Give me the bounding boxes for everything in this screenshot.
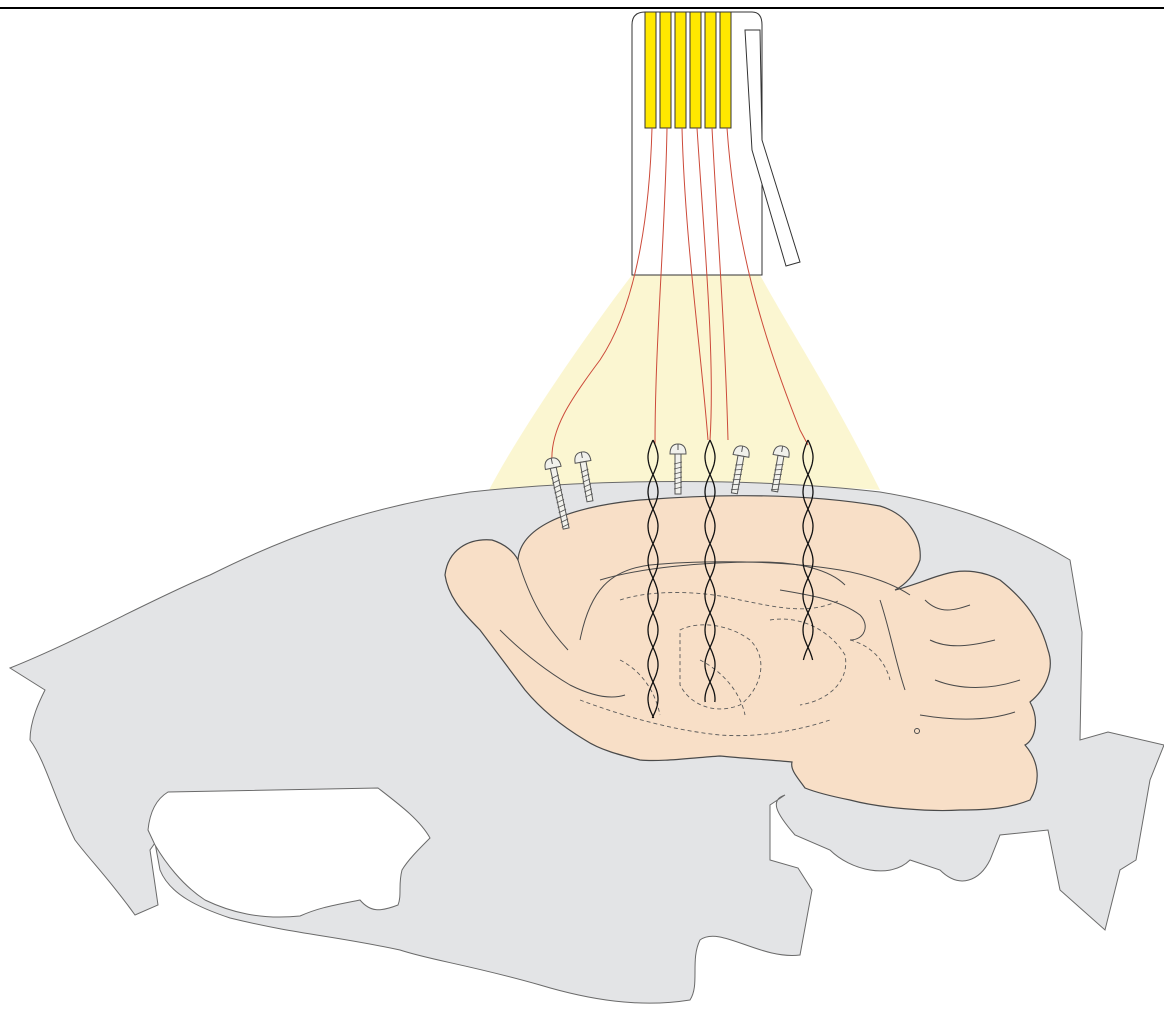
connector-pin	[705, 12, 716, 128]
connector-pin	[690, 12, 701, 128]
connector-pin	[660, 12, 671, 128]
connector-pin	[720, 12, 731, 128]
connector-pin	[645, 12, 656, 128]
connector-pin	[675, 12, 686, 128]
dental-cement-headcap	[488, 275, 880, 492]
